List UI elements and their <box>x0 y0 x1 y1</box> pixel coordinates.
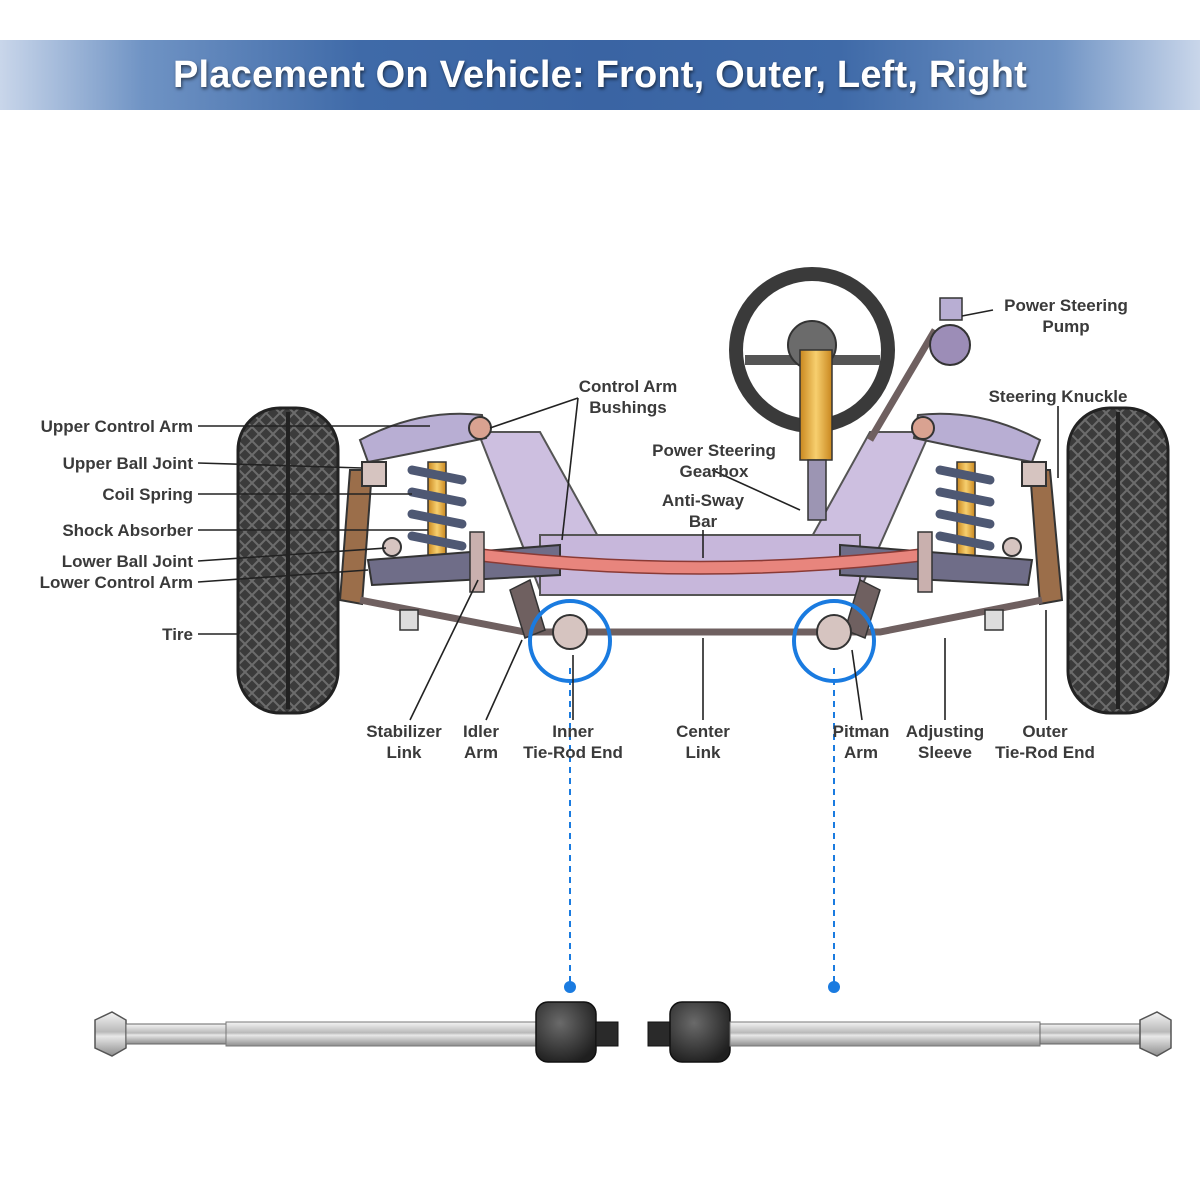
right-connector-dot <box>828 981 840 993</box>
label-lower-control-arm: Lower Control Arm <box>40 573 193 592</box>
right-stabilizer-link <box>917 531 933 593</box>
label-idler-arm-2: Arm <box>464 743 498 762</box>
label-pitman-arm-1: Pitman <box>833 722 890 741</box>
title-banner: Placement On Vehicle: Front, Outer, Left… <box>0 40 1200 110</box>
right-coil-spring <box>935 465 995 551</box>
label-tire: Tire <box>162 625 193 644</box>
label-outer-tie-rod-end-2: Tie-Rod End <box>995 743 1095 762</box>
left-adjusting-sleeve <box>399 609 419 631</box>
label-outer-tie-rod-end-1: Outer <box>1022 722 1068 741</box>
page-title: Placement On Vehicle: Front, Outer, Left… <box>173 53 1027 96</box>
right-tire <box>1066 406 1170 715</box>
label-coil-spring: Coil Spring <box>102 485 193 504</box>
label-control-arm-bushings-1: Control Arm <box>579 377 678 396</box>
label-stabilizer-link-1: Stabilizer <box>366 722 442 741</box>
right-tie-rod-product <box>647 1001 1172 1063</box>
label-control-arm-bushings-2: Bushings <box>589 398 666 417</box>
right-upper-control-arm <box>912 412 1042 464</box>
label-pitman-arm-2: Arm <box>844 743 878 762</box>
label-center-link-1: Center <box>676 722 730 741</box>
label-idler-arm-1: Idler <box>463 722 499 741</box>
label-power-steering-gearbox-2: Gearbox <box>680 462 750 481</box>
label-power-steering-pump-2: Pump <box>1042 317 1089 336</box>
label-center-link-2: Link <box>686 743 721 762</box>
left-connector-dot <box>564 981 576 993</box>
label-anti-sway-bar-2: Bar <box>689 512 718 531</box>
tie-rods <box>359 596 1043 636</box>
left-tire <box>236 406 340 715</box>
right-inner-tie-rod-end <box>816 614 852 650</box>
left-steering-knuckle <box>338 469 374 606</box>
label-upper-control-arm: Upper Control Arm <box>41 417 193 436</box>
right-steering-knuckle <box>1028 469 1064 606</box>
steering-column <box>799 349 833 521</box>
right-adjusting-sleeve <box>984 609 1004 631</box>
left-coil-spring <box>407 465 467 551</box>
label-shock-absorber: Shock Absorber <box>62 521 193 540</box>
idler-arm <box>509 578 546 639</box>
left-inner-tie-rod-end <box>552 614 588 650</box>
label-inner-tie-rod-end-2: Tie-Rod End <box>523 743 623 762</box>
left-tie-rod-product <box>94 1001 619 1063</box>
label-adjusting-sleeve-1: Adjusting <box>906 722 984 741</box>
label-stabilizer-link-2: Link <box>387 743 422 762</box>
left-stabilizer-link <box>469 531 485 593</box>
label-lower-ball-joint: Lower Ball Joint <box>62 552 194 571</box>
power-steering-pump <box>866 297 971 442</box>
label-steering-knuckle: Steering Knuckle <box>989 387 1128 406</box>
label-anti-sway-bar-1: Anti-Sway <box>662 491 745 510</box>
label-power-steering-gearbox-1: Power Steering <box>652 441 776 460</box>
left-upper-control-arm <box>358 412 488 464</box>
label-power-steering-pump-1: Power Steering <box>1004 296 1128 315</box>
label-inner-tie-rod-end-1: Inner <box>552 722 594 741</box>
label-adjusting-sleeve-2: Sleeve <box>918 743 972 762</box>
label-upper-ball-joint: Upper Ball Joint <box>63 454 194 473</box>
leader-lines <box>197 309 1059 721</box>
